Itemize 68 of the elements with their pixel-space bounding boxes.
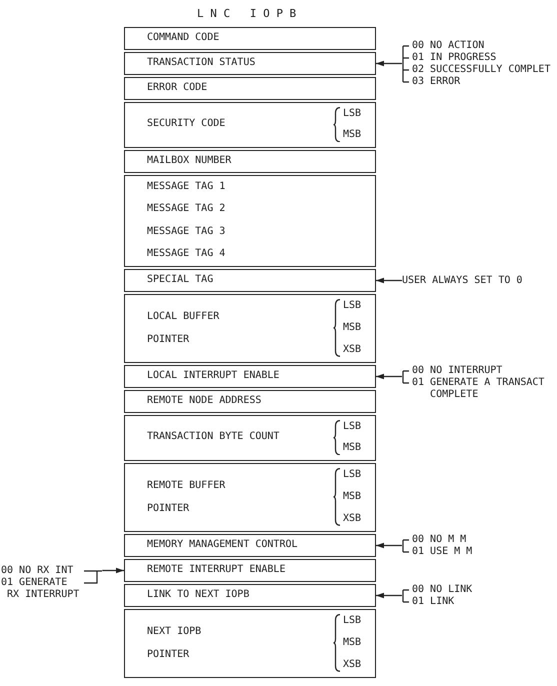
field-row [124,415,376,461]
field-name: SPECIAL TAG [147,272,214,287]
field-name: COMMAND CODE [147,30,220,45]
field-row [124,269,376,292]
byte-label: MSB [343,636,362,649]
byte-label: LSB [343,300,362,312]
annotation-text: 01 LINK [412,596,454,608]
byte-label: MSB [343,490,362,503]
field-row [124,175,376,267]
field-name: MESSAGE TAG 2 [147,202,226,216]
field-name: MAILBOX NUMBER [147,154,232,168]
byte-label: XSB [343,512,362,525]
annotation-text: 00 NO INTERRUPT [412,364,502,376]
annotation-text: 00 NO RX INT [1,564,74,576]
field-name: MEMORY MANAGEMENT CONTROL [147,538,298,552]
annotation-text: 00 NO ACTION [412,40,484,52]
byte-label: MSB [343,129,362,142]
annotation-text: 03 ERROR [412,76,460,88]
field-row [124,559,376,582]
byte-label: MSB [343,442,362,454]
field-name: MESSAGE TAG 1 [147,180,226,194]
field-row [124,390,376,413]
byte-label: LSB [343,420,362,433]
arrow [376,374,402,380]
byte-label: LSB [343,468,362,481]
annotation-text: 00 NO LINK [412,584,472,596]
arrow [102,568,124,574]
byte-label: LSB [343,614,362,627]
diagram-title: LNC IOPB [197,7,303,20]
byte-label: LSB [343,108,362,120]
field-row [124,609,376,678]
field-name: LOCAL INTERRUPT ENABLE [147,368,280,383]
annotation-text: 01 IN PROGRESS [412,52,496,64]
field-row [124,463,376,532]
annotation-text: USER ALWAYS SET TO 0 [402,274,522,286]
field-name: ERROR CODE [147,80,208,95]
field-name: TRANSACTION BYTE COUNT [147,430,280,444]
arrow [376,592,402,598]
field-name: REMOTE INTERRUPT ENABLE [147,562,286,577]
field-row [124,365,376,388]
annotation-text: 01 USE M M [412,546,472,558]
field-name: NEXT IOPB POINTER [147,624,202,662]
byte-label: XSB [343,344,362,356]
field-row [124,584,376,607]
field-row [124,52,376,75]
field-name: LOCAL BUFFER POINTER [147,310,220,347]
field-row [124,294,376,363]
field-row [124,27,376,50]
field-name: MESSAGE TAG 4 [147,246,226,261]
arrow [376,278,402,284]
field-row [124,150,376,173]
field-name: MESSAGE TAG 3 [147,224,226,238]
annotation-text: 02 SUCCESSFULLY COMPLET [412,64,550,76]
field-name: REMOTE NODE ADDRESS [147,394,262,408]
annotation-text: 01 GENERATE A TRANSACT COMPLETE [412,376,546,400]
field-name: LINK TO NEXT IOPB [147,588,250,602]
field-name: REMOTE BUFFER POINTER [147,478,226,516]
arrow [376,542,402,548]
field-name: TRANSACTION STATUS [147,56,256,70]
arrow [376,60,402,66]
byte-label: XSB [343,658,362,671]
annotation-text: 00 NO M M [412,534,466,546]
field-name: SECURITY CODE [147,117,226,132]
byte-label: MSB [343,322,362,334]
field-row [124,534,376,557]
annotation-text: 01 GENERATE RX INTERRUPT [1,576,80,600]
field-row [124,77,376,100]
field-row [124,102,376,148]
